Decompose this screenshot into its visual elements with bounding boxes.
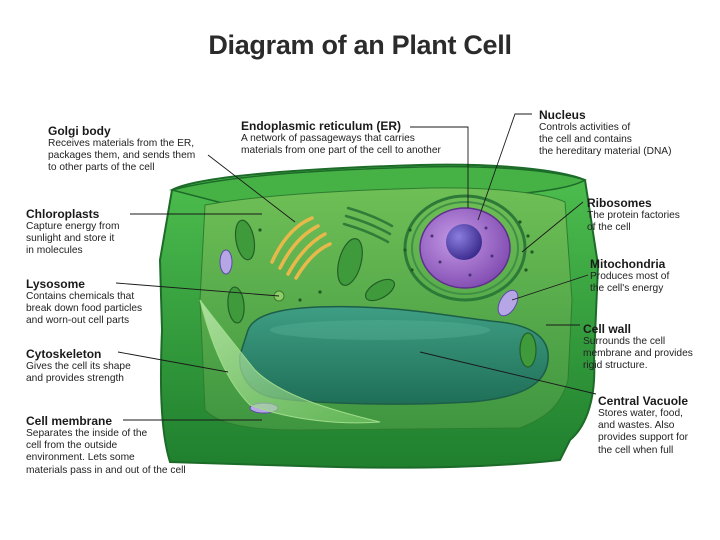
leader-golgi <box>207 154 296 223</box>
leader-lines <box>115 113 597 421</box>
cell-wall-desc: Surrounds the cell membrane and provides… <box>583 336 693 372</box>
nucleus-desc: Controls activities of the cell and cont… <box>539 122 672 158</box>
chloroplasts-desc: Capture energy from sunlight and store i… <box>26 221 120 257</box>
ribosomes-desc: The protein factories of the cell <box>587 210 680 234</box>
er-shape <box>342 206 394 244</box>
nucleus-name: Nucleus <box>539 108 586 122</box>
cell-membrane-shape <box>199 299 381 424</box>
lysosome-desc: Contains chemicals that break down food … <box>26 291 143 327</box>
cell-wall-name: Cell wall <box>583 322 632 336</box>
golgi-body-shape <box>270 216 332 280</box>
nucleus-shape <box>403 194 527 302</box>
label-cytoskeleton: Cytoskeleton Gives the cell its shape an… <box>26 347 131 385</box>
label-ribosomes: Ribosomes The protein factories of the c… <box>587 196 680 234</box>
ribosomes-name: Ribosomes <box>587 196 652 210</box>
er-desc: A network of passageways that carries ma… <box>241 133 441 157</box>
cytoskeleton-name: Cytoskeleton <box>26 347 102 361</box>
leader-mitochondria <box>511 274 589 301</box>
label-golgi-body: Golgi body Receives materials from the E… <box>48 124 195 175</box>
mitochondria-name: Mitochondria <box>590 257 666 271</box>
cytoskeleton-desc: Gives the cell its shape and provides st… <box>26 361 131 385</box>
label-cell-membrane: Cell membrane Separates the inside of th… <box>26 414 186 477</box>
diagram-title: Diagram of an Plant Cell <box>208 30 512 60</box>
label-mitochondria: Mitochondria Produces most of the cell's… <box>590 257 669 295</box>
leader-lysosome <box>115 282 280 297</box>
central-vacuole-name: Central Vacuole <box>598 394 689 408</box>
label-cell-wall: Cell wall Surrounds the cell membrane an… <box>583 322 693 373</box>
leader-er <box>410 126 469 208</box>
label-lysosome: Lysosome Contains chemicals that break d… <box>26 277 142 328</box>
label-central-vacuole: Central Vacuole Stores water, food, and … <box>598 394 688 457</box>
golgi-body-name: Golgi body <box>48 124 111 138</box>
mitochondria-desc: Produces most of the cell's energy <box>590 271 670 295</box>
label-er: Endoplasmic reticulum (ER) A network of … <box>241 119 441 157</box>
leader-vacuole <box>419 351 597 395</box>
cell-membrane-desc: Separates the inside of the cell from th… <box>26 428 186 476</box>
chloroplast-shapes <box>227 219 537 368</box>
lysosome-name: Lysosome <box>26 277 85 291</box>
cell-membrane-name: Cell membrane <box>26 414 113 428</box>
central-vacuole-desc: Stores water, food, and wastes. Also pro… <box>598 408 689 456</box>
ribosome-dots <box>258 220 534 302</box>
golgi-body-desc: Receives materials from the ER, packages… <box>48 138 196 174</box>
chloroplasts-name: Chloroplasts <box>26 207 100 221</box>
label-chloroplasts: Chloroplasts Capture energy from sunligh… <box>26 207 119 258</box>
label-nucleus: Nucleus Controls activities of the cell … <box>539 108 671 159</box>
leader-nucleus <box>477 113 532 221</box>
er-name: Endoplasmic reticulum (ER) <box>241 119 402 133</box>
leader-ribosomes <box>521 201 584 253</box>
leader-cytoskeleton <box>117 351 229 373</box>
